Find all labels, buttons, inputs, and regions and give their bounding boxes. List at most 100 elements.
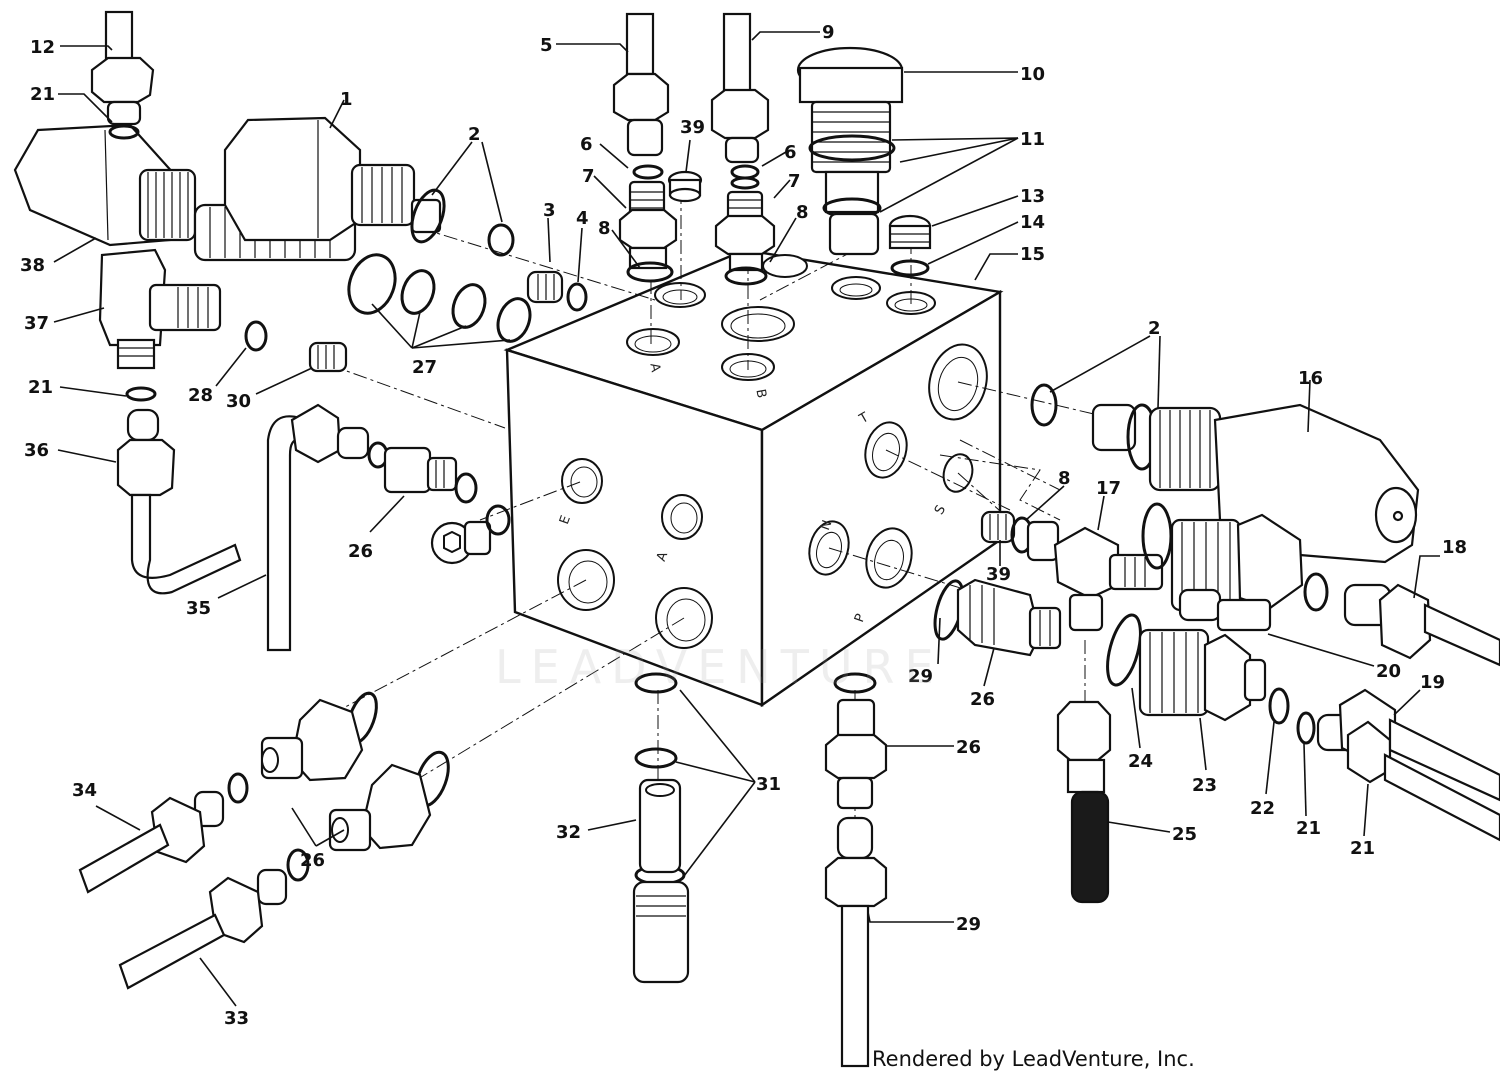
callout-7-left: 7 [582, 166, 595, 187]
callout-5: 5 [540, 35, 553, 56]
callout-1: 1 [340, 89, 353, 110]
part-oring-right-small [1303, 572, 1329, 612]
part-1-relief-valve [223, 116, 442, 242]
callout-21-right: 21 [1296, 818, 1321, 839]
part-9-tube-fitting [710, 12, 770, 190]
part-38-plug [308, 341, 348, 373]
callout-26-left: 26 [348, 541, 373, 562]
callout-36: 38 [20, 255, 45, 276]
part-5-tube-fitting [612, 12, 670, 180]
callout-2-upper: 2 [468, 124, 481, 145]
part-26-fitting-lower [824, 698, 888, 810]
callout-16: 17 [1096, 478, 1121, 499]
callout-37: 12 [30, 37, 55, 58]
callout-18: 19 [1420, 672, 1445, 693]
part-31-tube-fitting [118, 868, 288, 990]
part-25-hose [1056, 700, 1112, 904]
callout-20: 21 [1350, 838, 1375, 859]
footer-credit: Rendered by LeadVenture, Inc. [872, 1047, 1195, 1071]
callout-28: 29 [956, 914, 981, 935]
callout-23: 23 [1192, 775, 1217, 796]
callout-30: 32 [556, 822, 581, 843]
part-26-fitting-lower-left-b [286, 750, 450, 882]
port-label-a-top: A [646, 362, 662, 373]
part-2-oring-b [487, 223, 515, 257]
callout-8-left: 8 [598, 218, 611, 239]
callout-3: 3 [543, 200, 556, 221]
part-21-oring-right [1296, 711, 1316, 745]
part-12-plug [888, 214, 932, 250]
callout-32: 34 [72, 780, 97, 801]
callout-13: 14 [1020, 212, 1045, 233]
callout-38: 30 [226, 391, 251, 412]
port-label-b-top: B [752, 388, 768, 399]
callout-26-lower: 26 [956, 737, 981, 758]
callout-31: 33 [224, 1008, 249, 1029]
part-7-fitting-a [618, 180, 678, 283]
callout-27-left: 28 [188, 385, 213, 406]
callout-27-right: 29 [908, 666, 933, 687]
callout-11: 11 [1020, 129, 1045, 150]
part-29-orings-upper [347, 253, 532, 343]
part-21-oring-left [125, 386, 157, 402]
part-23-fitting [1138, 628, 1267, 722]
callout-39-right: 39 [986, 564, 1011, 585]
part-13-oring [890, 259, 930, 277]
callout-10: 10 [1020, 64, 1045, 85]
callout-29-upper: 27 [412, 357, 437, 378]
callout-22: 22 [1250, 798, 1275, 819]
callout-6-right: 6 [784, 142, 797, 163]
callout-2-right: 2 [1148, 318, 1161, 339]
manifold-block: A B T S E A N P [503, 248, 1004, 708]
part-3-plug [526, 270, 564, 304]
part-oring-lower-right [833, 672, 877, 694]
part-26-fitting-left [367, 441, 478, 504]
part-28-tube-fitting [824, 816, 888, 1068]
callout-33: 35 [186, 598, 211, 619]
part-10-cartridge-valve [796, 46, 904, 256]
callout-24: 24 [1128, 751, 1153, 772]
part-15-relief-valve [1091, 403, 1420, 564]
callout-8-center: 8 [1058, 468, 1071, 489]
part-27-oring-upper [244, 320, 268, 352]
callout-8-right: 8 [796, 202, 809, 223]
part-39-plug-top [667, 170, 703, 203]
part-32-tube-fitting [78, 790, 225, 894]
part-34-tube-fitting [116, 408, 242, 595]
part-plug-front-left [430, 504, 511, 565]
callout-26-right: 26 [970, 689, 995, 710]
part-37-line-fitting [90, 10, 155, 140]
part-26-fitting-lower-left-a [227, 691, 378, 804]
part-26-fitting-center-right [956, 578, 1062, 657]
part-2-oring-a [410, 188, 446, 244]
callout-29-lower: 31 [756, 774, 781, 795]
callout-17: 18 [1442, 537, 1467, 558]
callout-35: 37 [24, 313, 49, 334]
callout-6-left: 6 [580, 134, 593, 155]
part-39-plug-right [980, 510, 1016, 544]
part-7-fitting-b [714, 190, 776, 286]
leader-lines [53, 31, 1440, 1007]
part-30-cartridge [632, 778, 690, 984]
part-4-oring [566, 282, 588, 312]
callout-39-top: 39 [680, 117, 705, 138]
watermark-text: LEADVENTURE [495, 640, 944, 694]
callout-14: 15 [1020, 244, 1045, 265]
part-22-oring [1268, 687, 1290, 725]
callout-21-top: 21 [30, 84, 55, 105]
part-17-tube-fitting [1343, 583, 1500, 667]
part-fitting-right-upper [1170, 513, 1304, 612]
callout-21-left: 21 [28, 377, 53, 398]
callout-34: 36 [24, 440, 49, 461]
part-33-bent-tube [266, 403, 370, 652]
callout-19: 20 [1376, 661, 1401, 682]
part-35-tee [98, 248, 222, 370]
callout-4: 4 [576, 208, 589, 229]
part-19-plug [1178, 588, 1272, 632]
callout-12: 13 [1020, 186, 1045, 207]
callout-labels: 12 21 1 2 3 4 5 6 7 8 39 9 10 11 6 7 8 1… [20, 22, 1467, 1029]
part-24-oring [1106, 613, 1142, 687]
callout-7-right: 7 [788, 171, 801, 192]
part-2-oring-right-a [1030, 383, 1058, 427]
